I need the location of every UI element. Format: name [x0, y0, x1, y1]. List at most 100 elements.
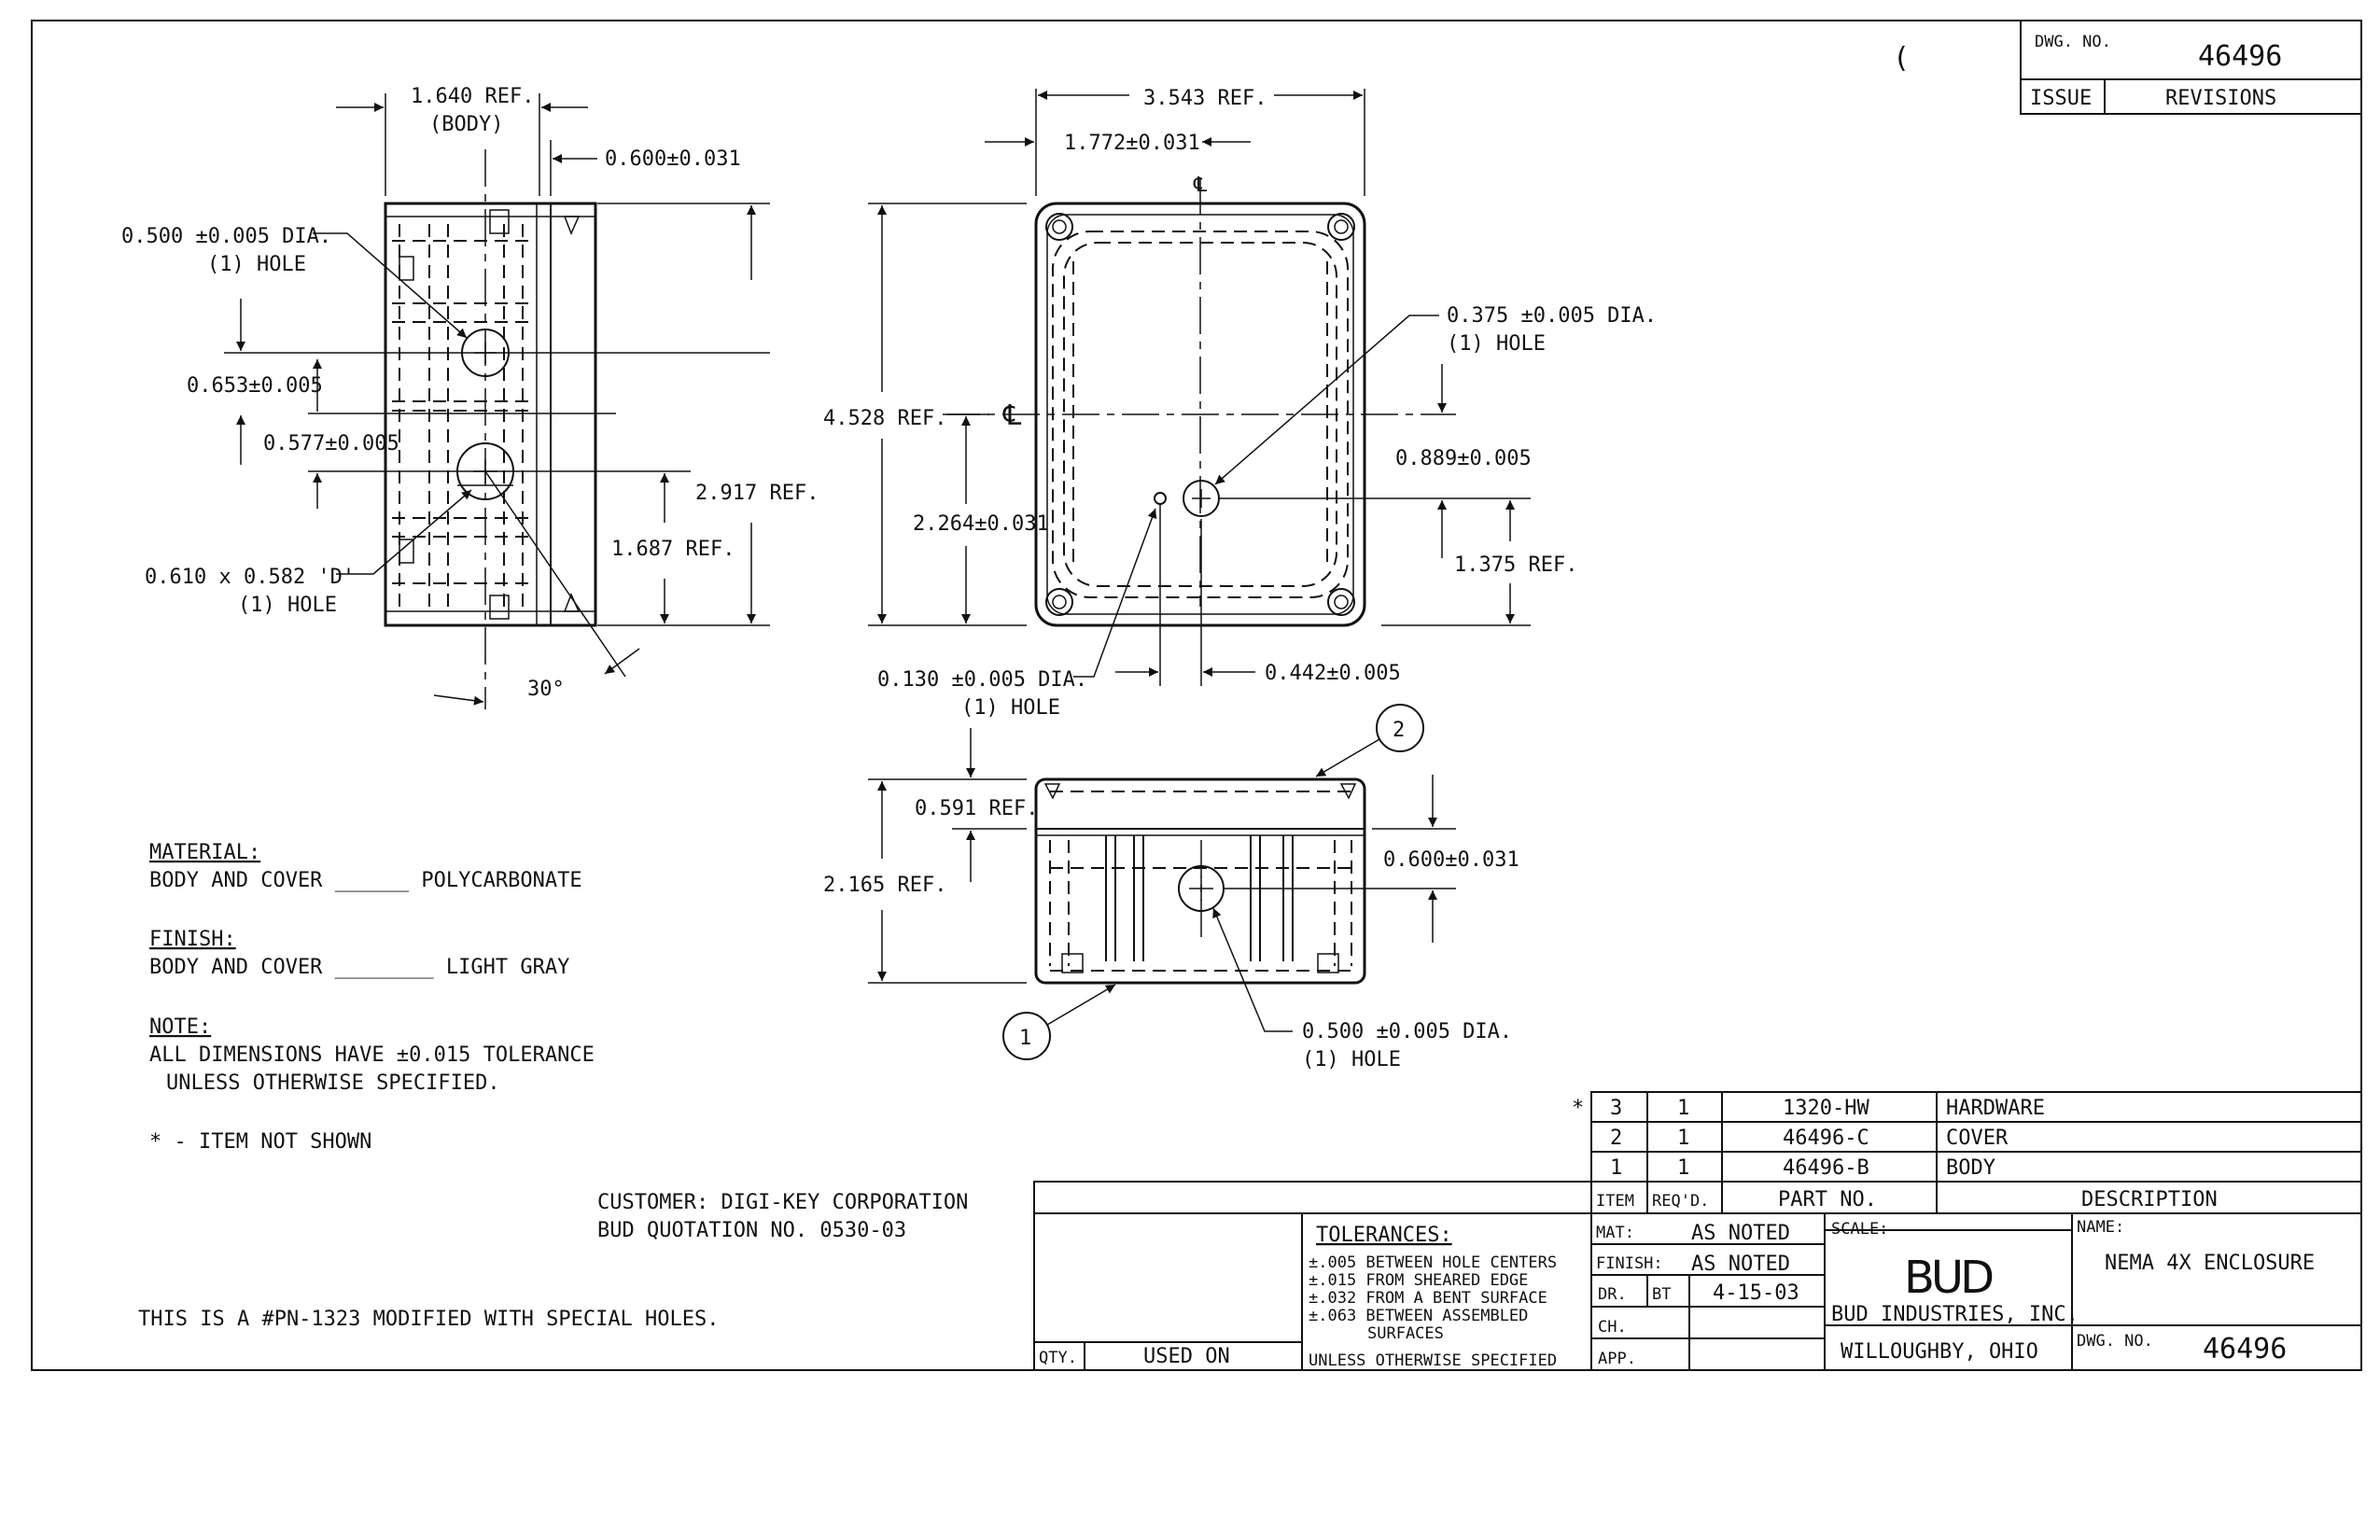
balloon-1	[1002, 1012, 1051, 1060]
app-label: APP.	[1598, 1350, 1636, 1368]
side-d-hole-size: 0.610 x 0.582 'D'	[145, 566, 355, 589]
parts-header-description: DESCRIPTION	[2081, 1188, 2218, 1211]
front-height-dim: 2.165 REF.	[823, 874, 946, 897]
tolerance-footer: UNLESS OTHERWISE SPECIFIED	[1309, 1351, 1557, 1370]
tolerance-line-2: ±.015 FROM SHEARED EDGE	[1309, 1271, 1528, 1290]
parts-row-item: 2	[1610, 1127, 1622, 1150]
side-d-hole-count: (1) HOLE	[238, 594, 337, 617]
revisions-label: REVISIONS	[2165, 87, 2276, 110]
parts-header-req: REQ'D.	[1652, 1192, 1709, 1211]
company-city: WILLOUGHBY, OHIO	[1841, 1340, 2038, 1364]
front-view-outline	[1034, 777, 1366, 985]
parts-row-part: 1320-HW	[1783, 1097, 1869, 1120]
top-height-dim: 4.528 REF.	[823, 407, 946, 430]
top-half-width-dim: 1.772±0.031	[1064, 132, 1200, 155]
side-height-dim: 2.917 REF.	[695, 482, 819, 505]
top-hole-0130	[1154, 492, 1167, 505]
parts-row-2: 2 1 46496-C COVER	[1610, 1127, 2009, 1150]
dr-label: DR.	[1598, 1285, 1627, 1304]
item-not-shown: * - ITEM NOT SHOWN	[149, 1130, 371, 1154]
dwg-number-box: DWG. NO. 46496 ISSUE REVISIONS	[2020, 20, 2362, 115]
parts-row-desc: COVER	[1946, 1127, 2009, 1150]
used-on-label: USED ON	[1143, 1345, 1230, 1368]
parts-row-star: *	[1572, 1097, 1584, 1120]
top-centerline-v: ℄	[1193, 174, 1208, 197]
customer: CUSTOMER: DIGI-KEY CORPORATION	[597, 1191, 968, 1214]
finish-value: AS NOTED	[1691, 1253, 1790, 1276]
top-hole-375-dia: 0.375 ±0.005 DIA.	[1447, 304, 1657, 328]
material-title: MATERIAL:	[149, 841, 260, 864]
qty-label: QTY.	[1039, 1349, 1077, 1367]
top-hole-130-dia: 0.130 ±0.005 DIA.	[877, 668, 1087, 692]
side-dim-1687: 1.687 REF.	[611, 538, 735, 561]
material-line: BODY AND COVER ______ POLYCARBONATE	[149, 869, 582, 892]
note-line-1: ALL DIMENSIONS HAVE ±0.015 TOLERANCE	[149, 1043, 595, 1067]
parts-row-1: * 3 1 1320-HW HARDWARE	[1572, 1097, 2045, 1120]
dwg-no-bottom: 46496	[2203, 1333, 2287, 1365]
ch-label: CH.	[1598, 1318, 1627, 1337]
side-width-dim: 1.640 REF.	[411, 85, 534, 108]
enclosure-name: NEMA 4X ENCLOSURE	[2105, 1252, 2315, 1275]
company-logo: BUD	[1904, 1252, 1993, 1304]
front-dim-600: 0.600±0.031	[1383, 848, 1519, 872]
top-hole-375-count: (1) HOLE	[1447, 332, 1546, 356]
dwg-no-top: 46496	[2198, 40, 2282, 73]
company-name: BUD INDUSTRIES, INC.	[1831, 1303, 2079, 1326]
mat-value: AS NOTED	[1691, 1222, 1790, 1245]
top-width-dim: 3.543 REF.	[1143, 87, 1267, 110]
parts-row-desc: BODY	[1946, 1156, 1995, 1180]
note-title: NOTE:	[149, 1015, 211, 1039]
balloon-1-label: 1	[1019, 1027, 1031, 1050]
parts-header-item: ITEM	[1596, 1192, 1634, 1211]
name-label: NAME:	[2077, 1218, 2124, 1237]
scale-label: SCALE:	[1831, 1220, 1888, 1239]
tolerance-line-3: ±.032 FROM A BENT SURFACE	[1309, 1289, 1547, 1308]
side-lip-dim: 0.600±0.031	[605, 147, 741, 171]
parts-row-3: 1 1 46496-B BODY	[1610, 1156, 1995, 1180]
side-dim-577: 0.577±0.005	[263, 432, 399, 455]
side-hole1-count: (1) HOLE	[207, 253, 306, 276]
parts-row-part: 46496-C	[1783, 1127, 1869, 1150]
date: 4-15-03	[1713, 1281, 1799, 1305]
dr-value: BT	[1652, 1285, 1671, 1304]
finish-line: BODY AND COVER ________ LIGHT GRAY	[149, 956, 569, 979]
dwg-no-label-bottom: DWG. NO.	[2077, 1332, 2153, 1351]
side-angle: 30°	[527, 678, 565, 701]
top-view: ℄ ℄ 3.543 REF. 1.772±0.031 4.528 REF. 2.…	[823, 87, 1657, 720]
side-view-body	[384, 202, 597, 627]
top-centerline-h: ℄	[1002, 399, 1022, 432]
parts-row-item: 3	[1610, 1097, 1622, 1120]
top-dim-1375: 1.375 REF.	[1454, 553, 1577, 577]
parts-row-req: 1	[1677, 1156, 1689, 1180]
parts-row-desc: HARDWARE	[1946, 1097, 2045, 1120]
mat-label: MAT:	[1596, 1224, 1634, 1242]
parts-list: * 3 1 1320-HW HARDWARE 2 1 46496-C COVER…	[1572, 1091, 2362, 1214]
issue-label: ISSUE	[2030, 87, 2092, 110]
front-dim-591: 0.591 REF.	[915, 797, 1038, 820]
parts-row-req: 1	[1677, 1127, 1689, 1150]
side-dim-653: 0.653±0.005	[187, 374, 323, 398]
parts-header-part: PART NO.	[1778, 1188, 1877, 1211]
side-view: 1.640 REF. (BODY) 0.600±0.031 0.500 ±0.0…	[121, 85, 819, 709]
parts-row-item: 1	[1610, 1156, 1622, 1180]
dwg-no-label: DWG. NO.	[2035, 33, 2111, 51]
balloon-2-label: 2	[1393, 719, 1405, 742]
quotation: BUD QUOTATION NO. 0530-03	[597, 1219, 906, 1242]
top-half-height-dim: 2.264±0.031	[913, 512, 1049, 536]
top-hole-130-count: (1) HOLE	[961, 696, 1060, 720]
parts-row-part: 46496-B	[1783, 1156, 1869, 1180]
side-body-label: (BODY)	[429, 113, 503, 136]
sheet-border	[31, 20, 2362, 1371]
top-dim-889: 0.889±0.005	[1395, 447, 1532, 470]
tolerance-line-1: ±.005 BETWEEN HOLE CENTERS	[1309, 1253, 1557, 1272]
finish-title: FINISH:	[149, 928, 236, 951]
parts-row-req: 1	[1677, 1097, 1689, 1120]
tolerances-title: TOLERANCES:	[1316, 1224, 1452, 1247]
front-view: 0.591 REF. 2.165 REF. 0.600±0.031 0.500 …	[823, 704, 1519, 1071]
front-hole-500-count: (1) HOLE	[1302, 1048, 1401, 1071]
modified-note: THIS IS A #PN-1323 MODIFIED WITH SPECIAL…	[138, 1308, 720, 1331]
tolerance-line-4: ±.063 BETWEEN ASSEMBLED	[1309, 1307, 1528, 1325]
note-line-2: UNLESS OTHERWISE SPECIFIED.	[166, 1071, 500, 1095]
margin-mark: (	[1893, 42, 1910, 75]
